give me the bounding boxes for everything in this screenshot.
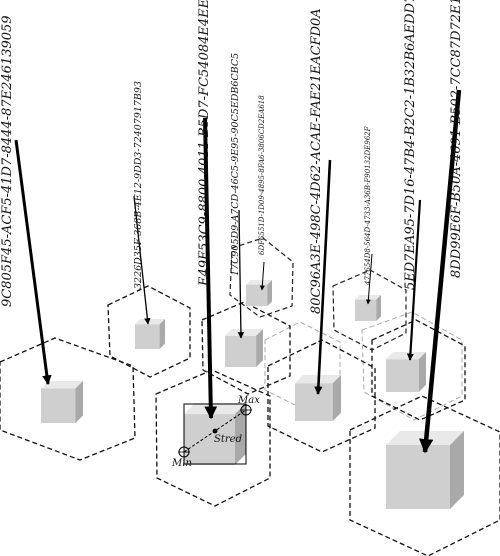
arrow-8 <box>406 199 422 361</box>
cube-6 <box>355 295 381 321</box>
cube-8 <box>386 352 426 392</box>
label-9: 8DD99E6F-B50A-4691-B502-7CC87D72E134 <box>449 0 464 278</box>
region-1 <box>0 337 136 461</box>
region-9 <box>349 395 500 556</box>
cube-4 <box>225 329 263 367</box>
region-2 <box>107 285 191 378</box>
arrow-7 <box>365 253 373 305</box>
center-label: Stred <box>214 434 242 445</box>
cubes-layer <box>41 280 464 509</box>
label-4: 17C905D9-A7CD-46C5-9E95-90C5EDB6CBC5 <box>230 53 241 276</box>
label-6: 80C96A3E-498C-4D62-ACAE-FAE21EACFD0A <box>309 8 324 314</box>
arrow-2 <box>133 195 151 325</box>
region-far-1 <box>229 237 294 318</box>
label-3: E49F53C9-8800-4011-B5D7-FC54084E4EE2 <box>197 0 212 287</box>
region-8 <box>371 319 466 421</box>
max-label: Max <box>237 395 260 406</box>
region-faint-4 <box>264 321 341 411</box>
labels-layer: 9C805F45-ACF5-41D7-8444-87E246139059 322… <box>0 0 464 314</box>
cube-5 <box>246 280 272 306</box>
max-point-icon <box>240 404 252 416</box>
region-4 <box>201 301 291 395</box>
arrow-4 <box>237 209 245 339</box>
region-far-2 <box>332 269 407 351</box>
center-point-icon <box>212 428 218 434</box>
label-7: 477654D8-564D-4733-A36B-F90132DE962F <box>364 125 372 286</box>
label-2: 3226D35F-368B-4E12-9DD3-72407917B93 <box>133 81 144 289</box>
arrows-layer <box>14 89 462 454</box>
cube-9 <box>386 431 464 509</box>
arrow-5 <box>259 261 265 291</box>
arrow-3 <box>203 117 218 420</box>
cube-7 <box>295 375 341 421</box>
label-5: 6DF6551D-1D09-4895-8FA6-3806CD2EA618 <box>258 95 266 255</box>
min-label: Min <box>171 458 192 469</box>
cube-1 <box>41 381 83 423</box>
label-8: 5ED7EA95-7D16-47B4-B2C2-1B32B6AEDD7F <box>403 0 418 290</box>
bounding-box-detail: Max Min Stred <box>171 395 260 469</box>
cube-2 <box>135 319 165 349</box>
label-1: 9C805F45-ACF5-41D7-8444-87E246139059 <box>0 15 15 307</box>
arrow-6 <box>314 159 332 395</box>
arrow-9 <box>419 89 462 454</box>
arrow-1 <box>14 139 52 385</box>
min-point-icon <box>178 446 190 458</box>
